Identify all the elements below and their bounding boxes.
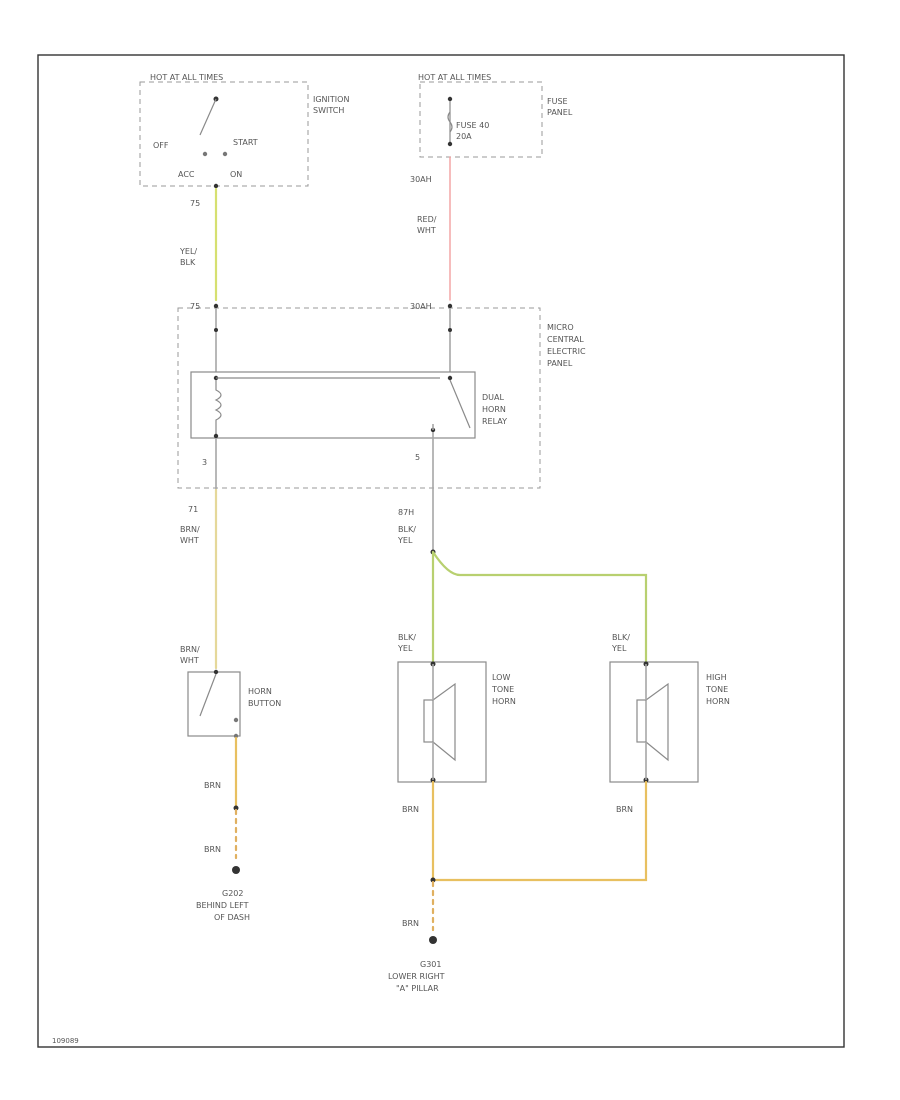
relay-switch-arm (449, 379, 471, 429)
panel-name-4: PANEL (547, 359, 573, 368)
left-wire-1: BRN/ (180, 525, 200, 534)
panel-name-3: ELECTRIC (547, 347, 586, 356)
low-gnd-wire: BRN (402, 805, 419, 814)
relay-label-3: RELAY (482, 417, 507, 426)
low-label-3: HORN (492, 697, 516, 706)
high-label-3: HORN (706, 697, 730, 706)
panel-pin-left: 3 (202, 458, 207, 467)
high-label-1: HIGH (706, 673, 727, 682)
ignition-acc: ACC (178, 170, 195, 179)
left-gnd-wire-a: BRN (204, 781, 221, 790)
fuse-terminal: 30AH (410, 175, 432, 184)
button-wire-2: WHT (180, 656, 199, 665)
ignition-wire-1: YEL/ (179, 247, 197, 256)
wire-blk-yel (431, 550, 648, 664)
horn-button-box (187, 671, 241, 737)
high-wire-2: YEL (611, 644, 627, 653)
fuse-name-1: FUSE (547, 97, 568, 106)
dual-horn-relay (190, 371, 476, 439)
figure-id: 109089 (52, 1037, 79, 1045)
relay-label-1: DUAL (482, 393, 504, 402)
right-terminal: 87H (398, 508, 414, 517)
fuse-value-1: FUSE 40 (456, 121, 489, 130)
right-gnd-1: G301 (420, 960, 441, 969)
ignition-on: ON (230, 170, 242, 179)
ignition-terminal: 75 (190, 199, 200, 208)
panel-term-left: 75 (190, 302, 200, 311)
button-wire-1: BRN/ (180, 645, 200, 654)
low-horn-speaker-icon (423, 682, 456, 762)
ignition-name-2: SWITCH (313, 106, 344, 115)
left-gnd-1: G202 (222, 889, 243, 898)
fuse-wire-2: WHT (417, 226, 436, 235)
right-wire-2: YEL (397, 536, 413, 545)
ignition-switch: HOT AT ALL TIMES IGNITION SWITCH OFF STA… (139, 73, 349, 267)
ground-g301 (429, 936, 437, 944)
low-wire-2: YEL (397, 644, 413, 653)
right-gnd-3: "A" PILLAR (396, 984, 439, 993)
high-tone-horn-box (609, 661, 699, 783)
ignition-header: HOT AT ALL TIMES (150, 73, 223, 82)
panel-name-1: MICRO (547, 323, 574, 332)
high-label-2: TONE (705, 685, 728, 694)
low-label-2: TONE (491, 685, 514, 694)
high-gnd-wire: BRN (616, 805, 633, 814)
panel-term-right: 30AH (410, 302, 432, 311)
left-gnd-3: OF DASH (214, 913, 250, 922)
horns-branch: 87H BLK/ YEL BLK/ YEL LOW TONE HORN BLK/… (388, 490, 730, 993)
ignition-start: START (233, 138, 258, 147)
high-wire-1: BLK/ (612, 633, 630, 642)
right-wire-1: BLK/ (398, 525, 416, 534)
wire-brn-horns (431, 780, 648, 882)
horn-button-branch: 71 BRN/ WHT BRN/ WHT HORN BUTTON BRN BRN… (180, 488, 281, 922)
fuse-wire-1: RED/ (417, 215, 437, 224)
diagram-frame (37, 54, 845, 1048)
fuse-panel: HOT AT ALL TIMES FUSE PANEL FUSE 40 20A … (410, 73, 573, 235)
fuse-name-2: PANEL (547, 108, 573, 117)
left-gnd-2: BEHIND LEFT (196, 901, 249, 910)
right-gnd-wire: BRN (402, 919, 419, 928)
panel-name-2: CENTRAL (547, 335, 584, 344)
low-label-1: LOW (492, 673, 510, 682)
fuse-header: HOT AT ALL TIMES (418, 73, 491, 82)
relay-coil (214, 380, 222, 434)
low-wire-1: BLK/ (398, 633, 416, 642)
left-wire-2: WHT (180, 536, 199, 545)
right-gnd-2: LOWER RIGHT (388, 972, 445, 981)
horn-button-switch (199, 673, 217, 717)
fuse-value-2: 20A (456, 132, 472, 141)
ignition-wire-2: BLK (180, 258, 196, 267)
central-electric-panel: MICRO CENTRAL ELECTRIC PANEL 75 30AH DUA… (177, 302, 586, 490)
button-label-1: HORN (248, 687, 272, 696)
panel-pin-right: 5 (415, 453, 420, 462)
low-tone-horn-box (397, 661, 487, 783)
ignition-off: OFF (153, 141, 169, 150)
ground-g202 (232, 866, 240, 874)
left-terminal: 71 (188, 505, 198, 514)
ignition-name-1: IGNITION (313, 95, 349, 104)
relay-label-2: HORN (482, 405, 506, 414)
left-gnd-wire-b: BRN (204, 845, 221, 854)
high-horn-speaker-icon (636, 682, 669, 762)
button-label-2: BUTTON (248, 699, 281, 708)
